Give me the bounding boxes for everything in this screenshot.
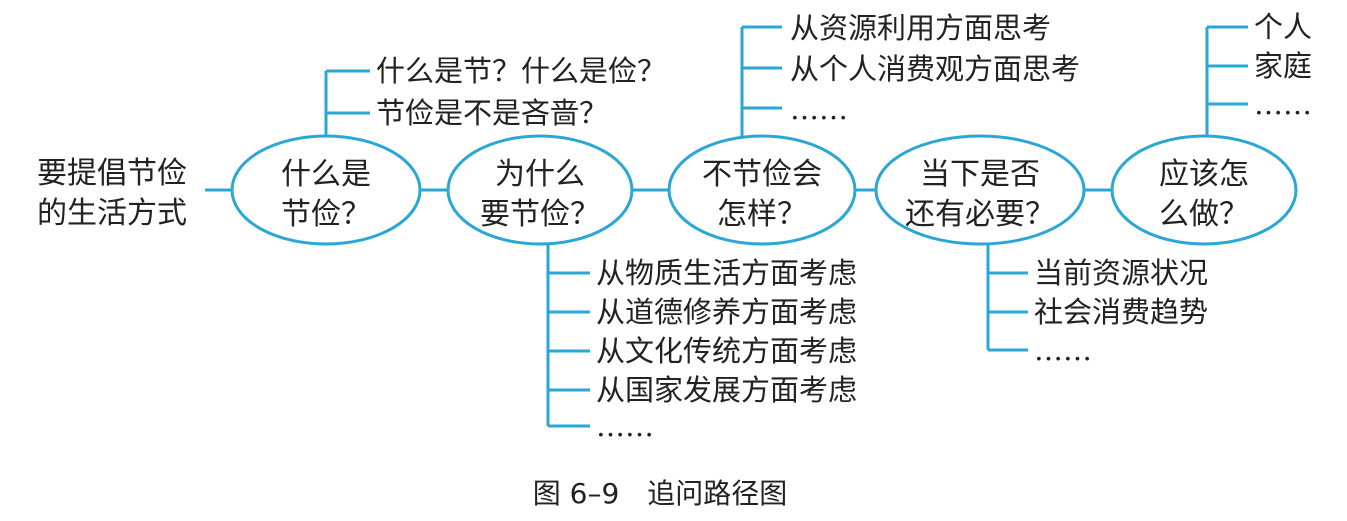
branch-why-item-3: 从文化传统方面考虑 [596,334,857,368]
branch-why-item-5: …… [596,409,654,443]
node-consequence-ellipse [667,134,857,246]
branch-what-item-2: 节俭是不是吝啬？ [376,96,608,130]
node-how: 应该怎 么做？ [1110,134,1298,246]
branch-why-item-2: 从道德修养方面考虑 [596,295,857,329]
branch-what: 什么是节？什么是俭？ 节俭是不是吝啬？ [324,54,666,136]
node-why-line-2: 要节俭？ [480,197,600,232]
node-consequence: 不节俭会 怎样？ [667,134,857,246]
node-why-line-1: 为什么 [495,157,585,192]
node-necessity-ellipse [874,134,1086,246]
branch-how: 个人 家庭 …… [1205,10,1312,140]
node-why: 为什么 要节俭？ [446,134,634,246]
node-consequence-line-2: 怎样？ [717,197,807,232]
node-necessity-line-1: 当下是否 [920,157,1040,192]
branch-why-item-1: 从物质生活方面考虑 [596,256,857,290]
branch-what-item-1: 什么是节？什么是俭？ [376,54,666,88]
root-topic-line-1: 要提倡节俭 [37,156,187,191]
root-topic-line-2: 的生活方式 [37,196,187,231]
node-how-line-2: 么做？ [1159,197,1249,232]
root-topic: 要提倡节俭 的生活方式 [37,156,187,231]
node-why-ellipse [446,134,634,246]
branch-how-item-2: 家庭 [1254,49,1312,83]
branch-necessity: 当前资源状况 社会消费趋势 …… [986,242,1208,367]
node-how-line-1: 应该怎 [1159,157,1249,192]
branch-how-item-1: 个人 [1254,10,1312,44]
node-what: 什么是 节俭？ [230,134,422,246]
branch-consequence-item-1: 从资源利用方面思考 [790,11,1051,45]
node-necessity: 当下是否 还有必要？ [874,134,1086,246]
node-what-ellipse [230,134,422,246]
branch-why-item-4: 从国家发展方面考虑 [596,373,857,407]
branch-necessity-item-2: 社会消费趋势 [1034,295,1208,329]
branch-consequence-item-2: 从个人消费观方面思考 [790,52,1080,86]
node-consequence-line-1: 不节俭会 [702,157,822,192]
node-how-ellipse [1110,134,1298,246]
node-what-line-2: 节俭？ [281,197,371,232]
node-necessity-line-2: 还有必要？ [905,197,1055,232]
branch-necessity-item-3: …… [1034,333,1092,367]
branch-necessity-item-1: 当前资源状况 [1034,256,1208,290]
branch-how-item-3: …… [1254,87,1312,121]
figure-caption: 图 6–9 追问路径图 [533,477,788,510]
branch-why: 从物质生活方面考虑 从道德修养方面考虑 从文化传统方面考虑 从国家发展方面考虑 … [546,242,857,443]
branch-consequence-item-3: …… [790,92,848,126]
branch-consequence: 从资源利用方面思考 从个人消费观方面思考 …… [740,11,1080,140]
node-what-line-1: 什么是 [281,157,371,192]
